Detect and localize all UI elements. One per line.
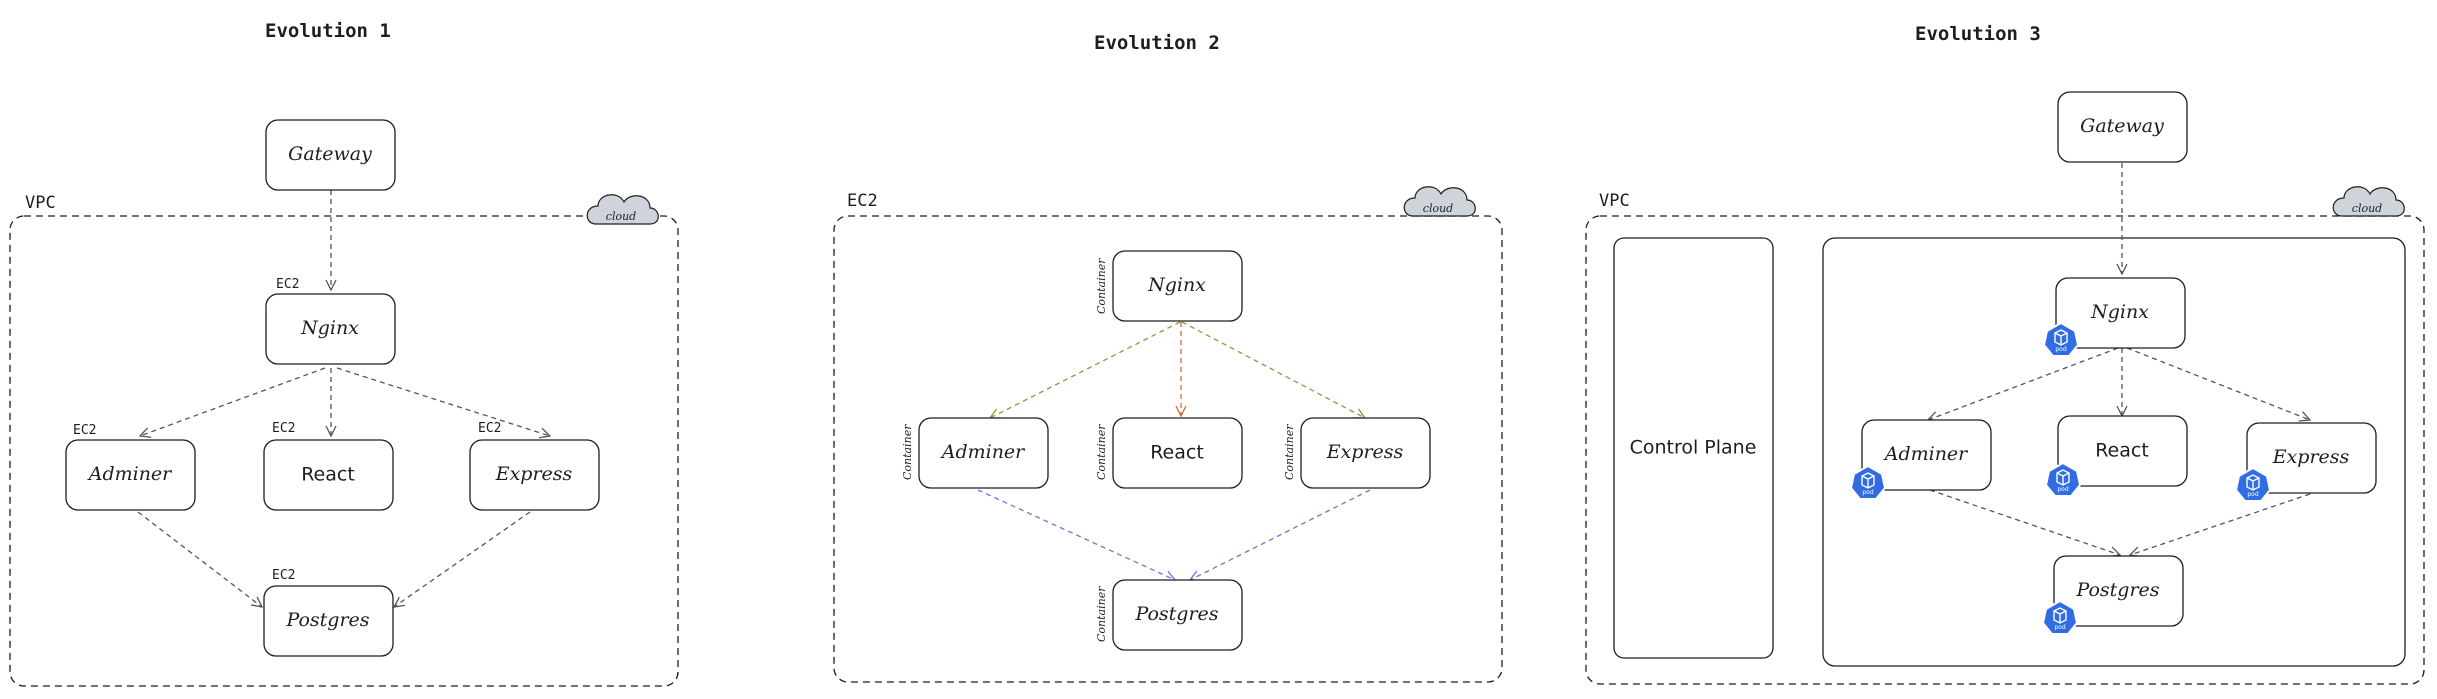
evolution-3: Evolution 3 VPC cloud Control Plane Gate…: [1585, 23, 2425, 685]
cloud-icon: cloud: [2332, 186, 2405, 217]
gateway-node[interactable]: Gateway: [2057, 91, 2188, 163]
nginx-ec2-tag: EC2: [276, 277, 299, 292]
nginx-node[interactable]: Nginx: [2055, 277, 2186, 349]
vpc-label: VPC: [1599, 191, 1630, 211]
react-label: React: [1150, 442, 1204, 464]
connector-arrows: [137, 190, 550, 607]
cloud-label: cloud: [2352, 202, 2382, 215]
nginx-node[interactable]: Nginx: [1112, 250, 1243, 322]
vpc-label: VPC: [25, 193, 56, 213]
nginx-label: Nginx: [2090, 301, 2149, 323]
adminer-label: Adminer: [940, 441, 1026, 463]
nginx-label: Nginx: [300, 317, 359, 339]
pod-label: pod: [2054, 624, 2065, 631]
postgres-node[interactable]: Postgres: [263, 585, 394, 657]
cloud-icon: cloud: [1403, 186, 1476, 217]
express-node[interactable]: Express: [1300, 417, 1431, 489]
arrow-nginx-to-express: [1181, 321, 1365, 418]
react-node[interactable]: React: [2057, 415, 2188, 487]
pod-icon: pod: [2045, 462, 2081, 497]
postgres-node[interactable]: Postgres: [2053, 555, 2184, 627]
nginx-node[interactable]: Nginx: [265, 293, 396, 365]
pod-icon: pod: [2042, 600, 2078, 635]
evolution-3-title: Evolution 3: [1915, 23, 2041, 45]
postgres-container-tag: Container: [1095, 586, 1108, 642]
react-label: React: [2095, 440, 2149, 462]
react-node[interactable]: React: [1112, 417, 1243, 489]
gateway-node[interactable]: Gateway: [265, 119, 396, 191]
express-container-tag: Container: [1283, 424, 1296, 480]
cloud-icon: cloud: [586, 194, 659, 225]
react-container-tag: Container: [1095, 424, 1108, 480]
express-label: Express: [495, 463, 573, 485]
arrow-nginx-to-express: [2126, 347, 2310, 420]
arrow-nginx-to-adminer: [990, 321, 1181, 418]
express-node[interactable]: Express: [2246, 422, 2377, 494]
react-node[interactable]: React: [263, 439, 394, 511]
connector-arrows: [1928, 163, 2310, 555]
adminer-node[interactable]: Adminer: [1861, 419, 1992, 491]
express-label: Express: [1326, 441, 1404, 463]
vpc-region: [1585, 215, 2425, 685]
adminer-label: Adminer: [1883, 443, 1969, 465]
cluster-region: [1822, 237, 2406, 667]
pod-icon: pod: [2235, 467, 2271, 502]
pod-icon: pod: [1850, 465, 1886, 500]
vpc-region: [9, 215, 679, 687]
arrow-nginx-to-adminer: [140, 367, 326, 436]
adminer-label: Adminer: [87, 463, 173, 485]
arrow-express-to-postgres: [2130, 493, 2311, 555]
arrow-adminer-to-postgres: [977, 489, 1175, 580]
evolution-2: Evolution 2 EC2 cloud Container Nginx Co…: [833, 32, 1503, 683]
arrow-nginx-to-adminer: [1928, 347, 2119, 420]
gateway-label: Gateway: [2080, 115, 2164, 137]
gateway-label: Gateway: [288, 143, 372, 165]
evolution-1: Evolution 1 VPC cloud Gateway EC2 Nginx …: [9, 20, 679, 687]
connector-arrows: [977, 321, 1371, 580]
pod-icon: pod: [2043, 322, 2079, 357]
nginx-container-tag: Container: [1095, 258, 1108, 314]
arrow-express-to-postgres: [394, 511, 531, 607]
react-ec2-tag: EC2: [272, 421, 295, 436]
adminer-ec2-tag: EC2: [73, 423, 96, 438]
postgres-ec2-tag: EC2: [272, 568, 295, 583]
postgres-node[interactable]: Postgres: [1112, 579, 1243, 651]
evolution-1-title: Evolution 1: [265, 20, 391, 42]
react-label: React: [301, 464, 355, 486]
express-ec2-tag: EC2: [478, 421, 501, 436]
ec2-label: EC2: [847, 191, 878, 211]
arrow-adminer-to-postgres: [137, 511, 262, 607]
arrow-nginx-to-express: [336, 367, 550, 436]
express-node[interactable]: Express: [469, 439, 600, 511]
pod-label: pod: [2055, 346, 2066, 353]
evolution-2-title: Evolution 2: [1094, 32, 1220, 54]
adminer-node[interactable]: Adminer: [65, 439, 196, 511]
ec2-region: [833, 215, 1503, 683]
cloud-label: cloud: [606, 210, 636, 223]
control-plane-node[interactable]: Control Plane: [1613, 237, 1774, 659]
postgres-label: Postgres: [285, 609, 369, 631]
cloud-label: cloud: [1423, 202, 1453, 215]
nginx-label: Nginx: [1147, 274, 1206, 296]
pod-label: pod: [2247, 491, 2258, 498]
adminer-node[interactable]: Adminer: [918, 417, 1049, 489]
express-label: Express: [2272, 446, 2350, 468]
postgres-label: Postgres: [1134, 603, 1218, 625]
pod-label: pod: [2057, 486, 2068, 493]
adminer-container-tag: Container: [901, 424, 914, 480]
postgres-label: Postgres: [2075, 579, 2159, 601]
control-plane-label: Control Plane: [1630, 437, 1757, 459]
arrow-express-to-postgres: [1190, 489, 1371, 580]
pod-label: pod: [1862, 489, 1873, 496]
arrow-adminer-to-postgres: [1929, 489, 2120, 555]
